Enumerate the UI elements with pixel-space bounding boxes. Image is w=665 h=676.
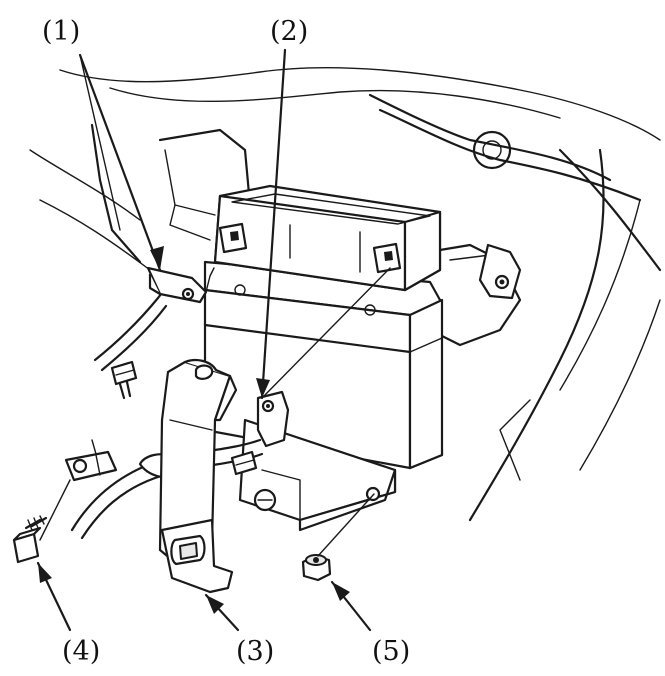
callout-label-1: (1) — [42, 16, 80, 47]
leader-lines — [36, 48, 391, 632]
battery-tray — [238, 418, 397, 532]
battery-band — [158, 359, 238, 594]
bolt-4 — [12, 515, 48, 564]
right-bracket — [478, 243, 522, 300]
nut-5 — [301, 554, 332, 582]
callout-label-2: (2) — [270, 16, 308, 47]
callout-label-4: (4) — [62, 636, 100, 667]
frame-chassis — [29, 66, 662, 522]
cable-clamp-lower — [64, 439, 118, 482]
battery — [203, 184, 444, 470]
terminal-bolt-negative — [110, 360, 138, 400]
callout-label-3: (3) — [236, 636, 274, 667]
callout-label-5: (5) — [372, 636, 410, 667]
negative-cable-clamp — [93, 266, 215, 372]
